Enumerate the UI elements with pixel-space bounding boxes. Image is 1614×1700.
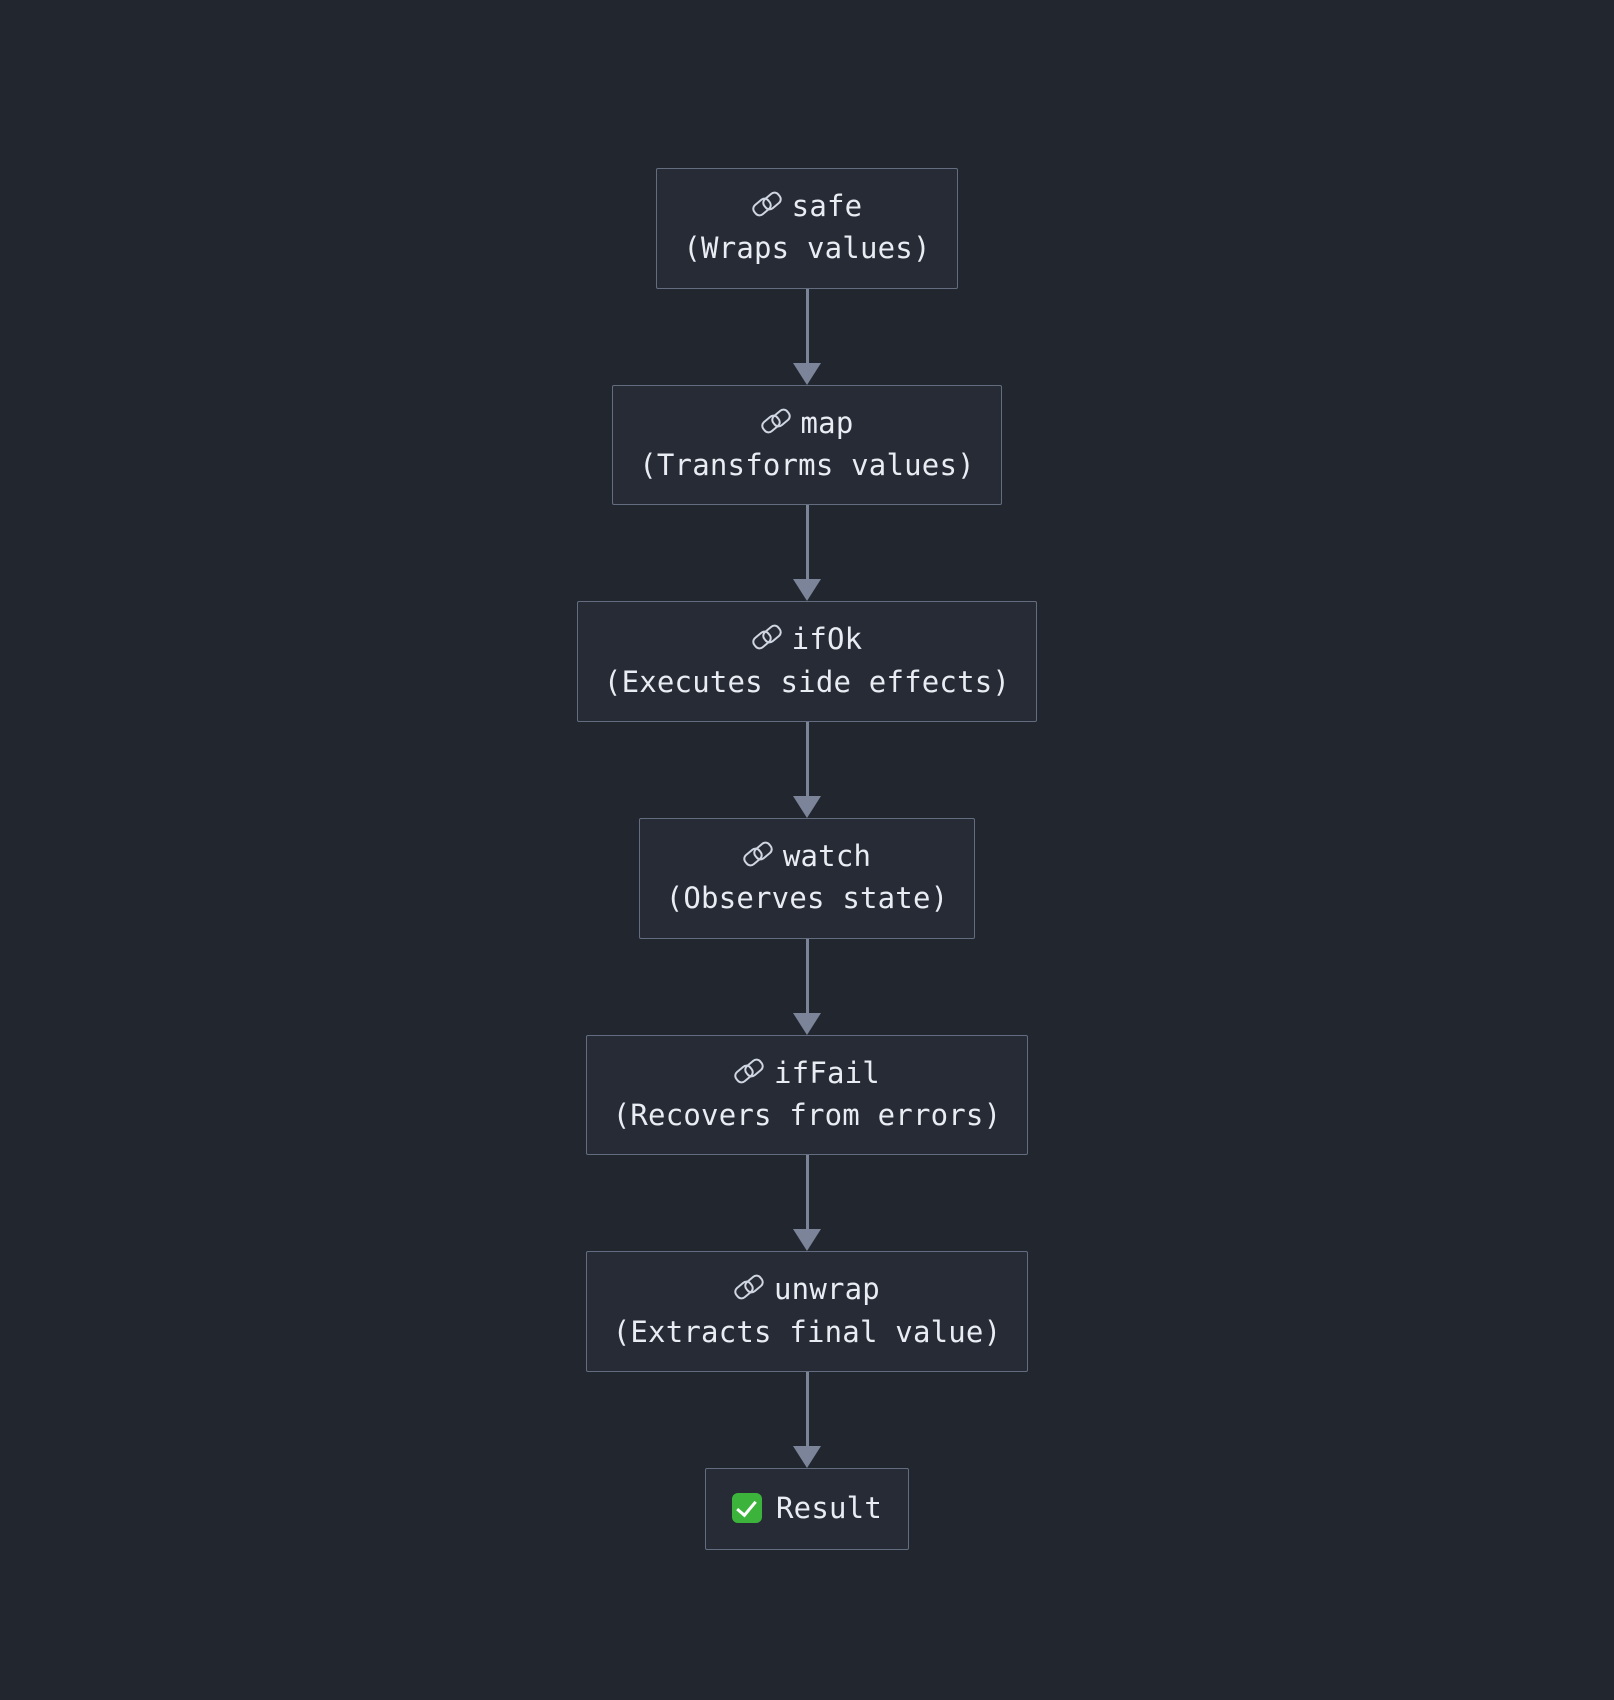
flow-edge-ifok-to-watch [787,721,827,818]
flow-node-safe-subtitle: (Wraps values) [683,231,931,266]
flow-node-unwrap-title: unwrap [613,1268,1002,1310]
edge-arrowhead [793,362,821,385]
check-mark-icon [732,1493,763,1524]
link-icon [749,622,784,653]
flow-edge-safe-to-map [787,288,827,385]
flow-node-map-title-text: map [800,405,854,440]
flow-node-map-subtitle: (Transforms values) [639,447,975,482]
flow-edge-iffail-to-unwrap [787,1155,827,1252]
flow-node-iffail-title: ifFail [613,1052,1002,1094]
flow-node-iffail-title-text: ifFail [774,1055,880,1090]
flow-node-ifok-subtitle: (Executes side effects) [603,664,1011,699]
link-icon [758,405,793,437]
flow-node-unwrap-title-text: unwrap [774,1272,880,1307]
flow-node-ifok-title-text: ifOk [791,622,863,657]
flow-node-map-title: map [639,402,975,444]
flow-node-iffail-subtitle: (Recovers from errors) [612,1097,1002,1132]
flow-node-safe[interactable]: safe (Wraps values) [656,168,958,289]
edge-arrowhead [793,1229,821,1252]
flow-node-map[interactable]: map (Transforms values) [612,384,1002,506]
flow-node-iffail[interactable]: ifFail (Recovers from errors) [585,1034,1029,1156]
flow-node-unwrap-subtitle: (Extracts final value) [612,1314,1002,1349]
edge-arrowhead [793,579,821,602]
edge-line [805,721,809,797]
flow-node-safe-title: safe [683,185,930,227]
flow-node-result-title: Result [732,1487,882,1529]
link-icon [749,189,784,220]
edge-arrowhead [793,1012,821,1035]
flow-edge-watch-to-iffail [787,938,827,1035]
flow-node-watch-title-text: watch [782,838,872,873]
flow-node-watch[interactable]: watch (Observes state) [638,817,976,939]
edge-line [805,938,809,1014]
link-icon [731,1272,767,1303]
flow-node-watch-subtitle: (Observes state) [665,881,949,916]
flow-node-safe-title-text: safe [791,189,863,223]
flow-node-result-title-text: Result [776,1490,882,1525]
edge-arrowhead [793,1445,821,1468]
flow-node-ifok[interactable]: ifOk (Executes side effects) [576,601,1038,722]
link-icon [740,839,776,870]
edge-arrowhead [793,795,821,818]
flow-node-unwrap[interactable]: unwrap (Extracts final value) [585,1251,1029,1372]
edge-line [805,288,809,364]
flow-edge-unwrap-to-result [787,1371,827,1468]
link-icon [731,1055,767,1087]
flow-node-result[interactable]: Result [705,1467,909,1551]
flow-edge-map-to-ifok [787,505,827,602]
edge-line [805,505,809,581]
edge-line [805,1155,809,1231]
edge-line [805,1371,809,1447]
flow-node-ifok-title: ifOk [604,618,1010,660]
flow-node-watch-title: watch [666,835,949,877]
